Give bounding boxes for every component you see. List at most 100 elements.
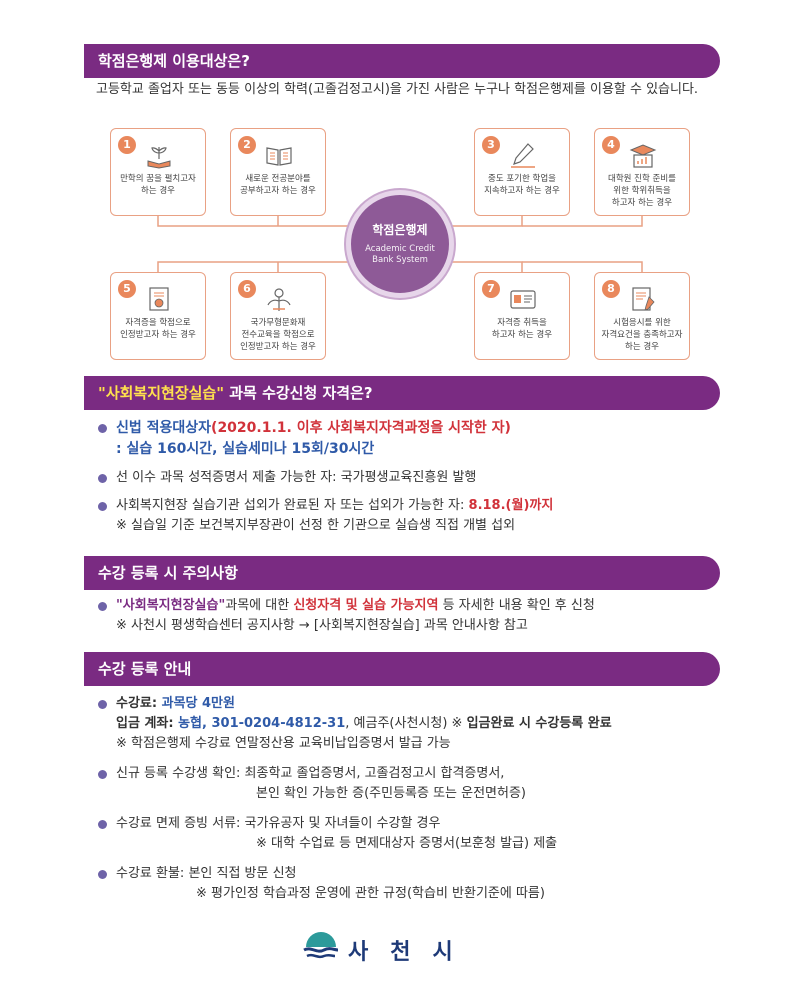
bullet-icon	[98, 820, 107, 829]
card-number: 7	[482, 280, 500, 298]
account-label: 입금 계좌:	[116, 716, 179, 731]
list-item-note: ※ 사천시 평생학습센터 공지사항 → [사회복지현장실습] 과목 안내사항 참…	[98, 616, 708, 636]
deadline: 8.18.(월)까지	[468, 498, 554, 513]
item-text: 사회복지현장 실습기관 섭외가 완료된 자 또는 섭외가 가능한 자:	[116, 498, 469, 513]
list-item: 사회복지현장 실습기관 섭외가 완료된 자 또는 섭외가 가능한 자: 8.18…	[98, 496, 708, 516]
section-header-cautions: 수강 등록 시 주의사항	[84, 556, 720, 590]
section-header-eligibility: 학점은행제 이용대상은?	[84, 44, 720, 78]
list-item-note: ※ 실습일 기준 보건복지부장관이 선정 한 기관으로 실습생 직접 개별 섭외	[98, 516, 708, 536]
card-2: 2 새로운 전공분야를 공부하고자 하는 경우	[230, 128, 326, 216]
card-6: 6 국가무형문화재 전수교육을 학점으로 인정받고자 하는 경우	[230, 272, 326, 360]
account-value: 농협, 301-0204-4812-31	[178, 716, 346, 731]
list-item: 수강료: 과목당 4만원	[98, 694, 708, 714]
cautions-list: "사회복지현장실습"과목에 대한 신청자격 및 실습 가능지역 등 자세한 내용…	[98, 596, 708, 636]
list-item-note: ※ 평가인정 학습과정 운영에 관한 규정(학습비 반환기준에 따름)	[98, 884, 708, 904]
item-highlight: 신청자격 및 실습 가능지역	[293, 598, 439, 613]
card-text: 자격증을 학점으로 인정받고자 하는 경우	[120, 318, 196, 340]
item-text: 수강료 면제 증빙 서류: 국가유공자 및 자녀들이 수강할 경우	[116, 816, 441, 831]
card-number: 8	[602, 280, 620, 298]
card-text: 자격증 취득을 하고자 하는 경우	[491, 318, 553, 340]
hub-circle: 학점은행제 Academic Credit Bank System	[346, 190, 454, 298]
card-text: 국가무형문화재 전수교육을 학점으로 인정받고자 하는 경우	[240, 318, 316, 352]
course-name: "사회복지현장실습"	[116, 598, 226, 613]
note-mark: ※	[447, 716, 467, 731]
card-text: 대학원 진학 준비를 위한 학위취득을 하고자 하는 경우	[608, 174, 676, 208]
card-text: 중도 포기한 학업을 지속하고자 하는 경우	[484, 174, 560, 196]
card-number: 3	[482, 136, 500, 154]
list-item-sub: 본인 확인 가능한 증(주민등록증 또는 운전면허증)	[98, 784, 708, 804]
graduation-cap-icon	[629, 144, 657, 168]
note-text: ※ 실습일 기준 보건복지부장관이 선정 한 기관으로 실습생 직접 개별 섭외	[116, 518, 516, 533]
pen-icon	[511, 143, 535, 168]
item-text: 등 자세한 내용 확인 후 신청	[438, 598, 595, 613]
hub-title: 학점은행제	[372, 223, 428, 237]
card-number: 2	[238, 136, 256, 154]
card-number: 4	[602, 136, 620, 154]
item-detail: : 실습 160시간, 실습세미나 15회/30시간	[116, 441, 375, 457]
section-title: 수강 등록 시 주의사항	[98, 564, 238, 582]
list-item: 수강료 환불: 본인 직접 방문 신청	[98, 864, 708, 884]
card-8: 8 시험응시를 위한 자격요건을 충족하고자 하는 경우	[594, 272, 690, 360]
eligibility-diagram: 1 만학의 꿈을 펼치고자 하는 경우 2 새로운 전공분야를 공부하고자 하는…	[110, 128, 690, 360]
section-header-qualification: "사회복지현장실습" 과목 수강신청 자격은?	[84, 376, 720, 410]
card-7: 7 자격증 취득을 하고자 하는 경우	[474, 272, 570, 360]
hub-subtitle: Academic Credit Bank System	[365, 244, 435, 265]
item-text: 수강료 환불: 본인 직접 방문 신청	[116, 866, 297, 881]
certificate-icon	[149, 287, 169, 311]
bullet-icon	[98, 770, 107, 779]
account-note: 입금완료 시 수강등록 완료	[466, 716, 612, 731]
card-number: 1	[118, 136, 136, 154]
fee-value: 과목당 4만원	[161, 696, 235, 711]
plant-book-icon	[147, 147, 171, 169]
list-item: 선 이수 과목 성적증명서 제출 가능한 자: 국가평생교육진흥원 발행	[98, 468, 708, 488]
card-text: 만학의 꿈을 펼치고자 하는 경우	[120, 174, 196, 196]
list-item: 신규 등록 수강생 확인: 최종학교 졸업증명서, 고졸검정고시 합격증명서,	[98, 764, 708, 784]
open-book-icon	[266, 147, 292, 166]
id-card-icon	[510, 290, 536, 309]
card-5: 5 자격증을 학점으로 인정받고자 하는 경우	[110, 272, 206, 360]
note-text: ※ 사천시 평생학습센터 공지사항 → [사회복지현장실습] 과목 안내사항 참…	[116, 618, 528, 633]
bullet-icon	[98, 870, 107, 879]
bullet-icon	[98, 502, 107, 511]
city-name: 사천시	[348, 940, 475, 965]
section-title: 과목 수강신청 자격은?	[224, 384, 373, 402]
section-header-registration: 수강 등록 안내	[84, 652, 720, 686]
intro-text: 고등학교 졸업자 또는 동등 이상의 학력(고졸검정고시)을 가진 사람은 누구…	[96, 82, 699, 97]
city-emblem-icon	[303, 932, 339, 959]
list-item-note: ※ 대학 수업료 등 면제대상자 증명서(보훈청 발급) 제출	[98, 834, 708, 854]
note-text: ※ 대학 수업료 등 면제대상자 증명서(보훈청 발급) 제출	[256, 836, 558, 851]
bullet-icon	[98, 424, 107, 433]
card-text: 시험응시를 위한 자격요건을 충족하고자 하는 경우	[601, 318, 683, 352]
card-text: 새로운 전공분야를 공부하고자 하는 경우	[240, 174, 316, 196]
culture-icon	[267, 288, 291, 311]
item-text: 본인 확인 가능한 증(주민등록증 또는 운전면허증)	[256, 786, 527, 801]
card-number: 5	[118, 280, 136, 298]
account-holder: , 예금주(사천시청)	[345, 716, 448, 731]
list-item-sub: : 실습 160시간, 실습세미나 15회/30시간	[98, 439, 708, 460]
list-item-note: ※ 학점은행제 수강료 연말정산용 교육비납입증명서 발급 가능	[98, 734, 708, 754]
bullet-icon	[98, 700, 107, 709]
card-4: 4 대학원 진학 준비를 위한 학위취득을 하고자 하는 경우	[594, 128, 690, 216]
card-number: 6	[238, 280, 256, 298]
item-text: 선 이수 과목 성적증명서 제출 가능한 자: 국가평생교육진흥원 발행	[116, 470, 477, 485]
card-3: 3 중도 포기한 학업을 지속하고자 하는 경우	[474, 128, 570, 216]
exam-paper-icon	[632, 287, 655, 311]
note-text: ※ 평가인정 학습과정 운영에 관한 규정(학습비 반환기준에 따름)	[196, 886, 545, 901]
qualification-list: 신법 적용대상자(2020.1.1. 이후 사회복지자격과정을 시작한 자) :…	[98, 418, 708, 536]
list-item: 수강료 면제 증빙 서류: 국가유공자 및 자녀들이 수강할 경우	[98, 814, 708, 834]
section-title: 학점은행제 이용대상은?	[98, 52, 250, 70]
item-label: 신법 적용대상자	[116, 420, 212, 436]
fee-label: 수강료:	[116, 696, 162, 711]
card-1: 1 만학의 꿈을 펼치고자 하는 경우	[110, 128, 206, 216]
registration-list: 수강료: 과목당 4만원 입금 계좌: 농협, 301-0204-4812-31…	[98, 694, 708, 904]
bullet-icon	[98, 602, 107, 611]
list-item-sub: 입금 계좌: 농협, 301-0204-4812-31, 예금주(사천시청) ※…	[98, 714, 708, 734]
section-title-highlight: "사회복지현장실습"	[98, 384, 225, 402]
item-highlight: (2020.1.1. 이후 사회복지자격과정을 시작한 자)	[211, 420, 511, 436]
list-item: 신법 적용대상자(2020.1.1. 이후 사회복지자격과정을 시작한 자)	[98, 418, 708, 439]
footer-logo: 사천시	[302, 928, 522, 966]
section-title: 수강 등록 안내	[98, 660, 192, 678]
bullet-icon	[98, 474, 107, 483]
note-text: ※ 학점은행제 수강료 연말정산용 교육비납입증명서 발급 가능	[116, 736, 451, 751]
item-text: 과목에 대한	[225, 598, 294, 613]
